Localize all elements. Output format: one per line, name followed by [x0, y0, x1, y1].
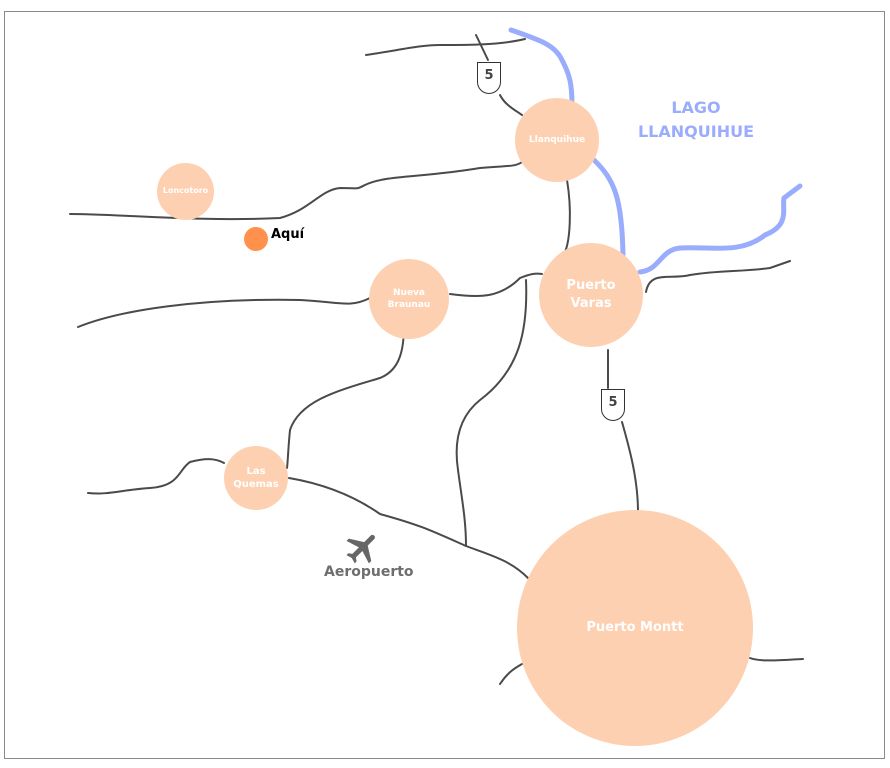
- city-label: Llanquihue: [528, 134, 586, 145]
- road: [449, 272, 543, 298]
- road: [564, 179, 571, 253]
- here-marker: [244, 227, 268, 251]
- river-llanquihue-varas: [591, 157, 626, 258]
- road: [499, 94, 523, 116]
- road: [286, 315, 406, 469]
- city-label: Puerto Montt: [586, 620, 684, 636]
- city-label: Loncotoro: [162, 186, 209, 196]
- city-label: Nueva Braunau: [387, 287, 431, 310]
- city-loncotoro[interactable]: Loncotoro: [157, 163, 214, 220]
- road: [455, 279, 528, 547]
- road: [77, 297, 371, 328]
- airplane-icon: [346, 534, 375, 564]
- river-east: [637, 183, 803, 275]
- airport-label: Aeropuerto: [324, 564, 414, 580]
- road: [645, 260, 791, 293]
- city-las-quemas[interactable]: Las Quemas: [224, 446, 288, 510]
- road: [499, 663, 523, 685]
- highway-number: 5: [484, 68, 494, 83]
- city-puerto-montt[interactable]: Puerto Montt: [517, 510, 753, 746]
- highway-5-shield-south: 5: [601, 389, 625, 421]
- here-label: Aquí: [271, 227, 305, 242]
- city-puerto-varas[interactable]: Puerto Varas: [539, 243, 643, 347]
- city-label: Las Quemas: [233, 465, 279, 491]
- road: [69, 159, 526, 221]
- lake-label: LAGO LLANQUIHUE: [637, 98, 755, 141]
- city-label: Puerto Varas: [566, 278, 616, 311]
- city-nueva-braunau[interactable]: Nueva Braunau: [369, 259, 449, 339]
- highway-5-shield-north: 5: [477, 62, 501, 94]
- road: [475, 34, 489, 61]
- river-north: [508, 27, 575, 108]
- road: [749, 657, 804, 662]
- map-frame: [4, 11, 885, 759]
- highway-number: 5: [608, 395, 618, 410]
- road: [621, 421, 639, 513]
- city-llanquihue[interactable]: Llanquihue: [515, 98, 599, 182]
- road: [365, 38, 526, 56]
- road: [87, 458, 225, 495]
- road: [288, 477, 529, 579]
